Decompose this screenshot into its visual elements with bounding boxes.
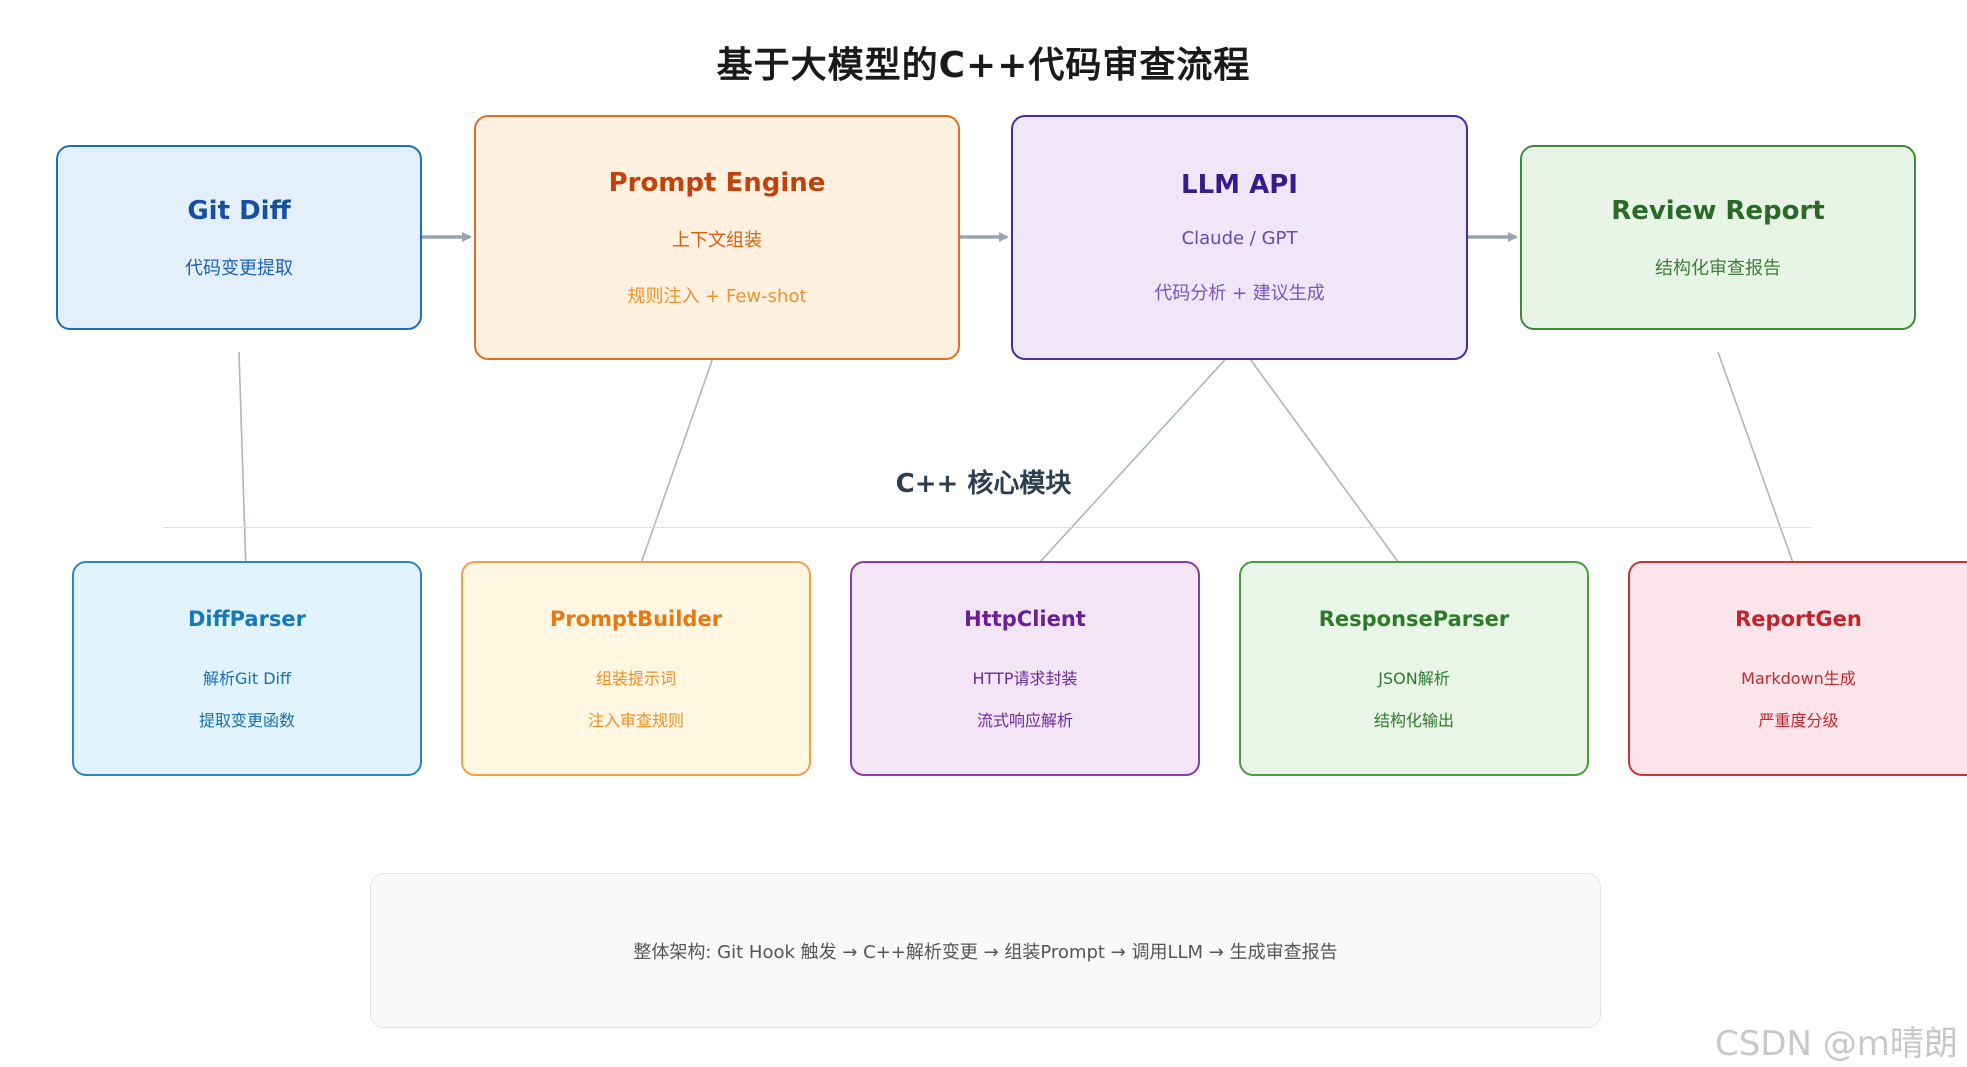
step-title: Prompt Engine <box>608 167 826 198</box>
pipeline-step-git-diff: Git Diff 代码变更提取 <box>56 145 422 330</box>
modules-section-title: C++ 核心模块 <box>895 469 1072 499</box>
module-diffparser: DiffParser 解析Git Diff 提取变更函数 <box>72 561 422 776</box>
module-responseparser: ResponseParser JSON解析 结构化输出 <box>1239 561 1589 776</box>
architecture-summary: 整体架构: Git Hook 触发 → C++解析变更 → 组装Prompt →… <box>370 873 1601 1028</box>
module-desc: Markdown生成 <box>1741 668 1856 688</box>
module-desc: HTTP请求封装 <box>972 668 1078 688</box>
step-desc: Claude / GPT <box>1181 228 1298 249</box>
module-desc: 流式响应解析 <box>976 710 1073 730</box>
module-desc: 严重度分级 <box>1758 710 1839 730</box>
module-httpclient: HttpClient HTTP请求封装 流式响应解析 <box>850 561 1200 776</box>
module-reportgen: ReportGen Markdown生成 严重度分级 <box>1628 561 1967 776</box>
summary-text: 整体架构: Git Hook 触发 → C++解析变更 → 组装Prompt →… <box>633 941 1338 963</box>
module-promptbuilder: PromptBuilder 组装提示词 注入审查规则 <box>461 561 811 776</box>
step-title: Review Report <box>1611 195 1825 226</box>
step-desc: 规则注入 + Few-shot <box>627 285 807 307</box>
watermark: CSDN @m晴朗 <box>1715 1024 1958 1064</box>
module-desc: 注入审查规则 <box>587 710 684 730</box>
diagram-title: 基于大模型的C++代码审查流程 <box>716 45 1251 86</box>
step-desc: 代码变更提取 <box>185 257 293 279</box>
link-prompt-to-promptbuilder <box>635 351 716 574</box>
step-title: LLM API <box>1181 170 1298 200</box>
module-desc: 解析Git Diff <box>203 668 291 688</box>
module-title: PromptBuilder <box>549 606 723 631</box>
pipeline-step-prompt-engine: Prompt Engine 上下文组装 规则注入 + Few-shot <box>474 115 960 360</box>
pipeline-step-review-report: Review Report 结构化审查报告 <box>1520 145 1916 330</box>
module-title: DiffParser <box>187 606 307 631</box>
section-divider <box>163 527 1811 528</box>
step-desc: 结构化审查报告 <box>1655 257 1781 279</box>
step-desc: 代码分析 + 建议生成 <box>1154 283 1325 304</box>
module-desc: JSON解析 <box>1378 668 1450 688</box>
pipeline-step-llm-api: LLM API Claude / GPT 代码分析 + 建议生成 <box>1011 115 1468 360</box>
step-desc: 上下文组装 <box>672 229 762 251</box>
module-desc: 提取变更函数 <box>198 710 295 730</box>
module-title: HttpClient <box>964 606 1086 631</box>
module-desc: 组装提示词 <box>595 668 676 688</box>
module-title: ResponseParser <box>1318 606 1510 631</box>
module-title: ReportGen <box>1735 606 1862 631</box>
link-git-to-diffparser <box>238 351 252 574</box>
step-title: Git Diff <box>187 195 291 226</box>
module-desc: 结构化输出 <box>1373 710 1454 730</box>
